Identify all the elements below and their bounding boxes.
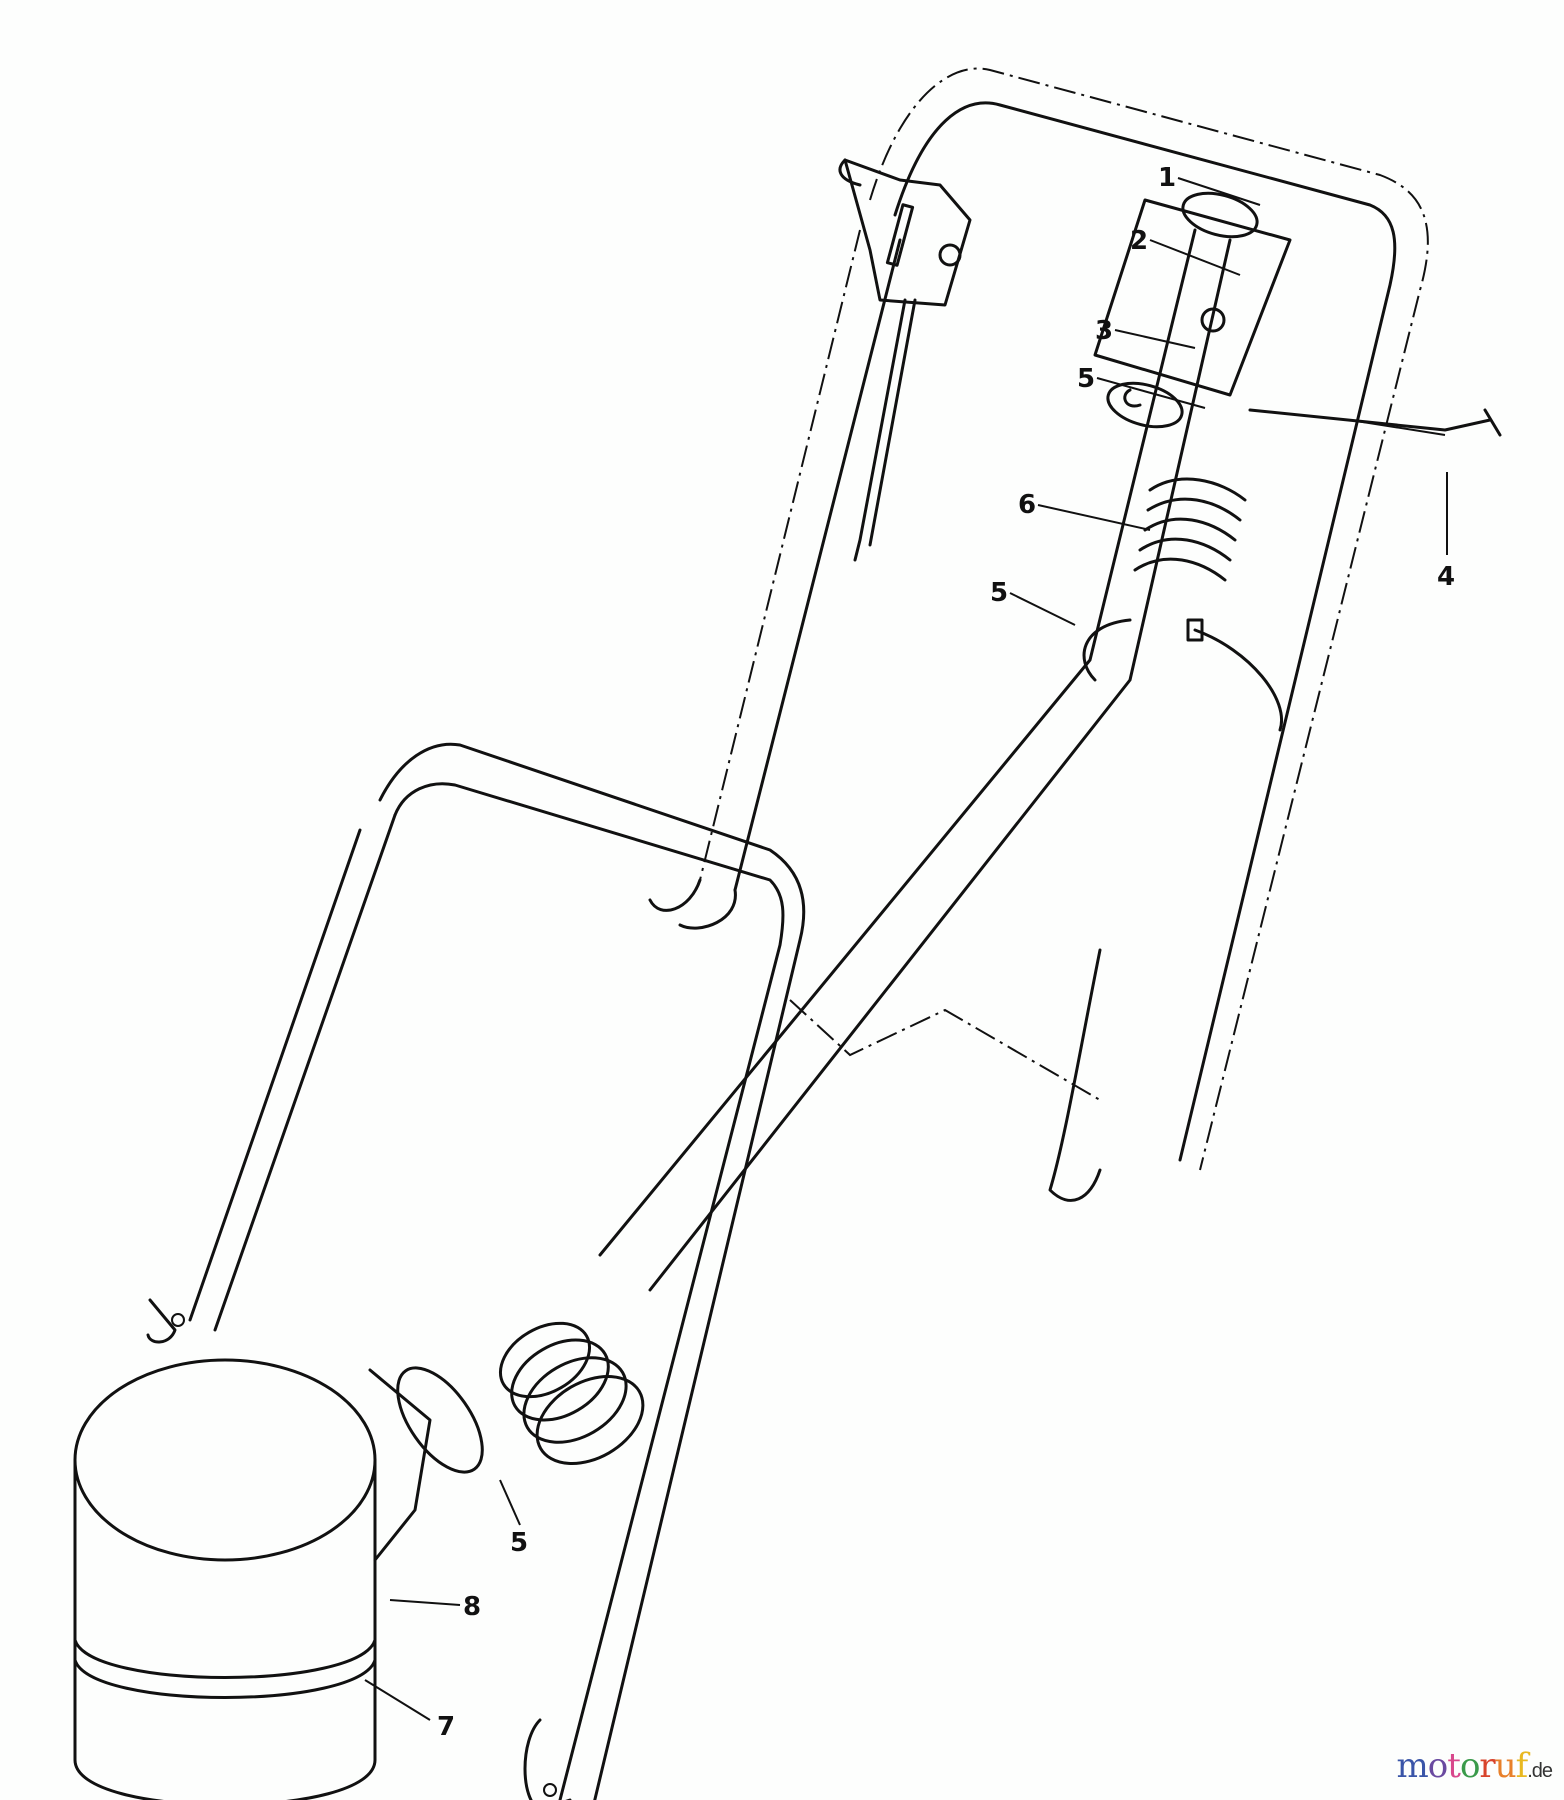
callout-3: 3 bbox=[1095, 316, 1114, 346]
throttle-control bbox=[838, 158, 972, 562]
wm-letter: o bbox=[1427, 1746, 1449, 1786]
wm-letter: m bbox=[1396, 1746, 1429, 1786]
callout-6: 6 bbox=[1018, 490, 1037, 520]
canister bbox=[73, 1358, 432, 1800]
wm-letter: f bbox=[1515, 1746, 1529, 1786]
callout-5-lower: 5 bbox=[510, 1528, 529, 1558]
callout-5-upper: 5 bbox=[1077, 364, 1096, 394]
callout-2: 2 bbox=[1130, 226, 1149, 256]
callout-leaders bbox=[364, 177, 1448, 1721]
callout-1: 1 bbox=[1158, 163, 1177, 193]
clamps bbox=[396, 618, 1283, 1474]
callout-7: 7 bbox=[437, 1712, 456, 1742]
wm-letter: t bbox=[1447, 1746, 1461, 1786]
bellows-lower bbox=[498, 1321, 645, 1466]
callout-5-middle: 5 bbox=[990, 578, 1009, 608]
lower-handle bbox=[146, 742, 1101, 1800]
upper-handle bbox=[648, 67, 1429, 1202]
motoruf-watermark: motoruf.de bbox=[1396, 1746, 1553, 1786]
callout-4: 4 bbox=[1437, 562, 1456, 592]
wm-letter: o bbox=[1459, 1746, 1481, 1786]
chute-tube bbox=[598, 191, 1502, 1292]
bellows-upper bbox=[1133, 477, 1247, 582]
callout-8: 8 bbox=[463, 1592, 482, 1622]
wm-letter: u bbox=[1494, 1746, 1517, 1786]
wm-suffix: .de bbox=[1527, 1760, 1553, 1782]
wm-letter: r bbox=[1479, 1746, 1495, 1786]
